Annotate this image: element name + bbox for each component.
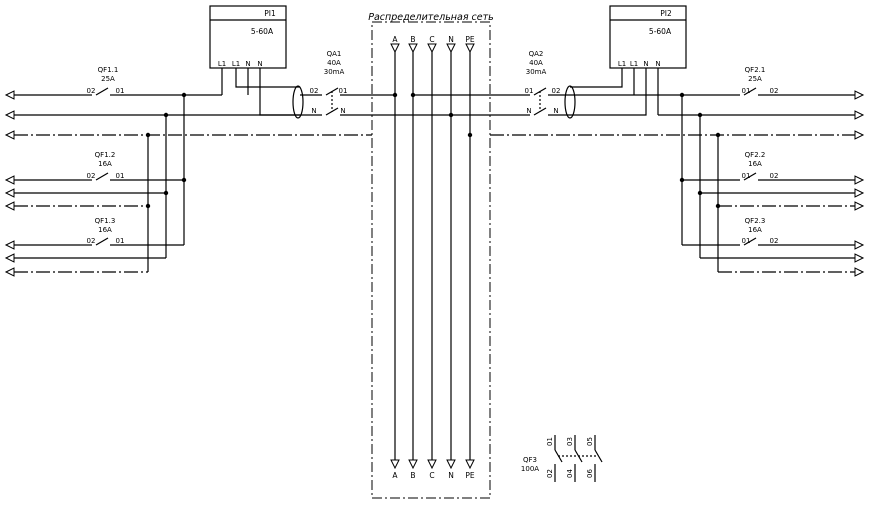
meter-pi2-terminal: N	[655, 60, 660, 68]
meter-pi1-terminal: N	[257, 60, 262, 68]
qf22-term: 01	[742, 172, 751, 180]
qf21-term: 02	[770, 87, 779, 95]
meter-pi2-terminal: N	[643, 60, 648, 68]
meter-pi2	[609, 5, 687, 69]
qf3-name: QF3	[523, 456, 537, 464]
right-section: PI2 5-60A L1 L1 N N QA2 40A 30mA 01 02 N…	[413, 5, 865, 277]
meter-pi1-rating: 5-60A	[251, 27, 274, 36]
meter-pi2-rating: 5-60A	[649, 27, 672, 36]
qf3-term: 02	[546, 469, 554, 478]
qf22-name: QF2.2	[745, 151, 766, 159]
meter-pi1-terminal: L1	[232, 60, 240, 68]
qf12-contact	[95, 172, 109, 181]
qf21-name: QF2.1	[745, 66, 766, 74]
qf3-term: 06	[586, 469, 594, 478]
qf3-term: 01	[546, 437, 554, 446]
meter-pi1-terminal: L1	[218, 60, 226, 68]
left-section: PI1 5-60A L1 L1 N N QF1.1 25A 02 01	[4, 5, 451, 277]
qa2-term: N	[553, 107, 558, 115]
bus-bottom-label: PE	[465, 471, 475, 480]
qf13-term: 02	[87, 237, 96, 245]
qf13-rating: 16A	[98, 226, 112, 234]
meter-pi1-name: PI1	[264, 9, 276, 18]
qf3-breaker: QF3 100A 01 03 05 02 04 06	[521, 435, 603, 482]
qa2-leak: 30mA	[526, 68, 547, 76]
qf12-term: 02	[87, 172, 96, 180]
bus-bottom-label: A	[392, 471, 398, 480]
meter-pi1	[209, 5, 287, 69]
qf21-term: 01	[742, 87, 751, 95]
qf13-term: 01	[116, 237, 125, 245]
qa1-term: 02	[310, 87, 319, 95]
qa1-leak: 30mA	[324, 68, 345, 76]
bus-top-label: PE	[465, 35, 475, 44]
qf22-rating: 16A	[748, 160, 762, 168]
qf22-contact	[743, 172, 757, 181]
qf12-rating: 16A	[98, 160, 112, 168]
network-boundary	[371, 21, 491, 499]
bus-bottom-label: C	[429, 471, 434, 480]
distribution-network: Распределительная сеть A B C N PE A B C …	[368, 12, 494, 499]
qa2-term: 01	[525, 87, 534, 95]
meter-pi2-terminal: L1	[618, 60, 626, 68]
qa2-current: 40A	[529, 59, 543, 67]
qa2-toroid	[564, 85, 576, 119]
qf23-term: 01	[742, 237, 751, 245]
qa2-term: N	[526, 107, 531, 115]
bus-top-label: C	[429, 35, 434, 44]
qf21-rating: 25A	[748, 75, 762, 83]
qf11-rating: 25A	[101, 75, 115, 83]
qf21-contact	[743, 87, 757, 96]
qa1-term: 01	[339, 87, 348, 95]
qa1-term: N	[311, 107, 316, 115]
qf23-contact	[743, 237, 757, 246]
qf23-name: QF2.3	[745, 217, 766, 225]
qf13-contact	[95, 237, 109, 246]
qa1-toroid	[292, 85, 304, 119]
qa1-term: N	[340, 107, 345, 115]
bus-bottom-label: B	[410, 471, 415, 480]
meter-pi2-terminal: L1	[630, 60, 638, 68]
qf11-term: 01	[116, 87, 125, 95]
bus-top-label: B	[410, 35, 415, 44]
qf12-name: QF1.2	[95, 151, 116, 159]
qf11-term: 02	[87, 87, 96, 95]
bus-top-label: A	[392, 35, 398, 44]
meter-pi1-terminal: N	[245, 60, 250, 68]
qf3-term: 04	[566, 469, 574, 478]
qf3-term: 03	[566, 437, 574, 446]
qa1-current: 40A	[327, 59, 341, 67]
bus-bottom-label: N	[448, 471, 454, 480]
qf12-term: 01	[116, 172, 125, 180]
qa2-term: 02	[552, 87, 561, 95]
qa1-name: QA1	[327, 50, 342, 58]
bus-top-label: N	[448, 35, 454, 44]
qf23-term: 02	[770, 237, 779, 245]
meter-pi2-name: PI2	[660, 9, 672, 18]
qf11-name: QF1.1	[98, 66, 119, 74]
qf23-rating: 16A	[748, 226, 762, 234]
qf22-term: 02	[770, 172, 779, 180]
qf3-rating: 100A	[521, 465, 539, 473]
qf3-term: 05	[586, 437, 594, 446]
qa2-name: QA2	[529, 50, 544, 58]
qf11-contact	[95, 87, 109, 96]
qf13-name: QF1.3	[95, 217, 116, 225]
network-title: Распределительная сеть	[368, 12, 494, 23]
